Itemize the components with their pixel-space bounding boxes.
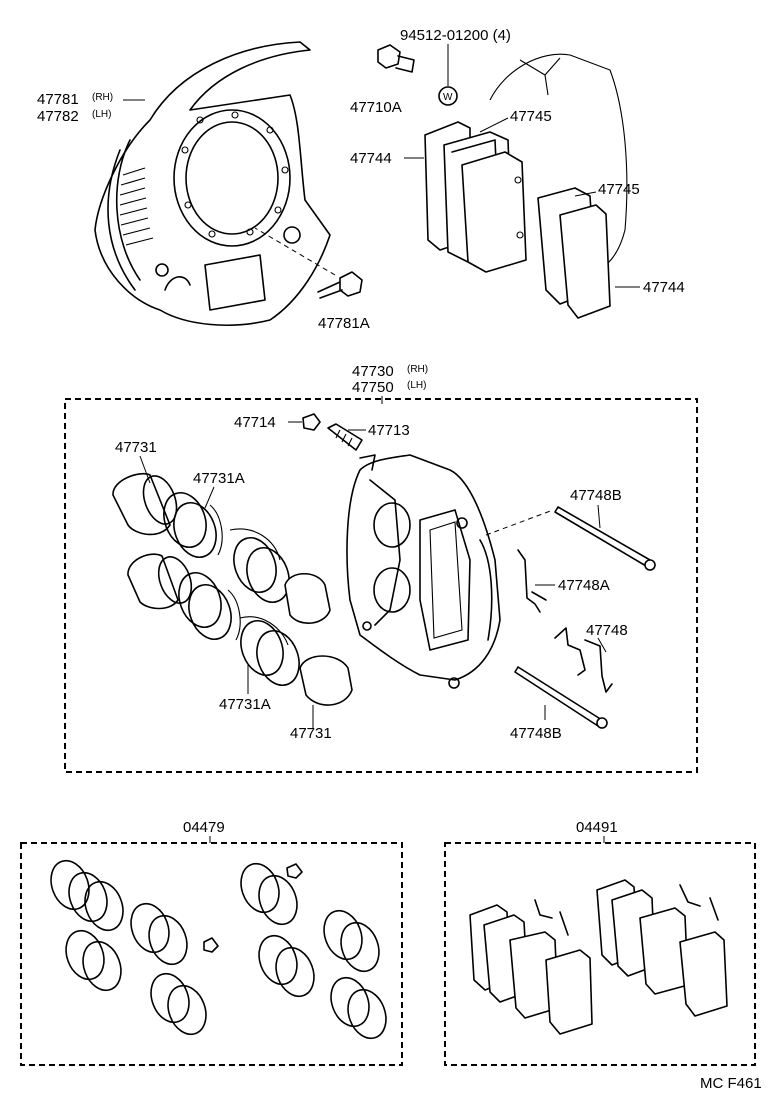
pad-pin-lower-47748B [514, 666, 608, 729]
shield-cooling-slots [119, 167, 154, 246]
label-47748B-bottom: 47748B [510, 725, 562, 742]
caliper-body [346, 454, 501, 689]
brake-pad-outer [461, 151, 527, 273]
cross-spring-47748A [517, 549, 547, 613]
label-47714: 47714 [234, 414, 276, 431]
bolt-47710A [377, 44, 415, 73]
kit-04491-box [444, 842, 756, 1066]
label-47781-rh: (RH) [92, 92, 113, 103]
bleeder-cap-47714 [302, 413, 321, 431]
piston-seal-group-upper-left [112, 473, 223, 558]
anti-squeal-shim-right-2 [559, 204, 611, 319]
kit-04479-box [20, 842, 403, 1066]
pad-support-spring-47748 [554, 627, 613, 693]
label-47744-left: 47744 [350, 150, 392, 167]
label-04479: 04479 [183, 819, 225, 836]
bleeder-plug-47713 [327, 423, 363, 451]
label-47748B-top: 47748B [570, 487, 622, 504]
bolt-47781A [254, 227, 363, 299]
piston-seal-group-lower-left [127, 553, 241, 641]
piston-seal-group-center-upper [229, 528, 331, 624]
label-04491: 04491 [576, 819, 618, 836]
label-47745-top: 47745 [510, 108, 552, 125]
label-47730: 47730 [352, 363, 394, 380]
label-47730-rh: (RH) [407, 364, 428, 375]
label-47745-right: 47745 [598, 181, 640, 198]
pad-kit-04491-parts [469, 879, 728, 1035]
label-47781A: 47781A [318, 315, 370, 332]
footer-code: MC F461 [700, 1075, 762, 1092]
label-47731-bottom: 47731 [290, 725, 332, 742]
caliper-assembly-box [64, 398, 698, 773]
label-47750: 47750 [352, 379, 394, 396]
label-47782: 47782 [37, 108, 79, 125]
label-47748: 47748 [586, 622, 628, 639]
label-47731-top: 47731 [115, 439, 157, 456]
label-47744-right: 47744 [643, 279, 685, 296]
washer-w-mark: W [438, 86, 458, 106]
label-47713: 47713 [368, 422, 410, 439]
disc-dust-shield [94, 41, 331, 326]
label-47731A-bottom: 47731A [219, 696, 271, 713]
label-94512-01200: 94512-01200 (4) [400, 27, 511, 44]
label-47782-lh: (LH) [92, 109, 111, 120]
label-47731A-top: 47731A [193, 470, 245, 487]
seal-kit-04479-parts [50, 859, 387, 1040]
label-47710A: 47710A [350, 99, 402, 116]
svg-text:W: W [443, 92, 453, 103]
pad-pin-upper-47748B [554, 506, 656, 571]
piston-seal-group-center-lower [239, 616, 353, 706]
label-47748A: 47748A [558, 577, 610, 594]
label-47781: 47781 [37, 91, 79, 108]
label-47750-lh: (LH) [407, 380, 426, 391]
